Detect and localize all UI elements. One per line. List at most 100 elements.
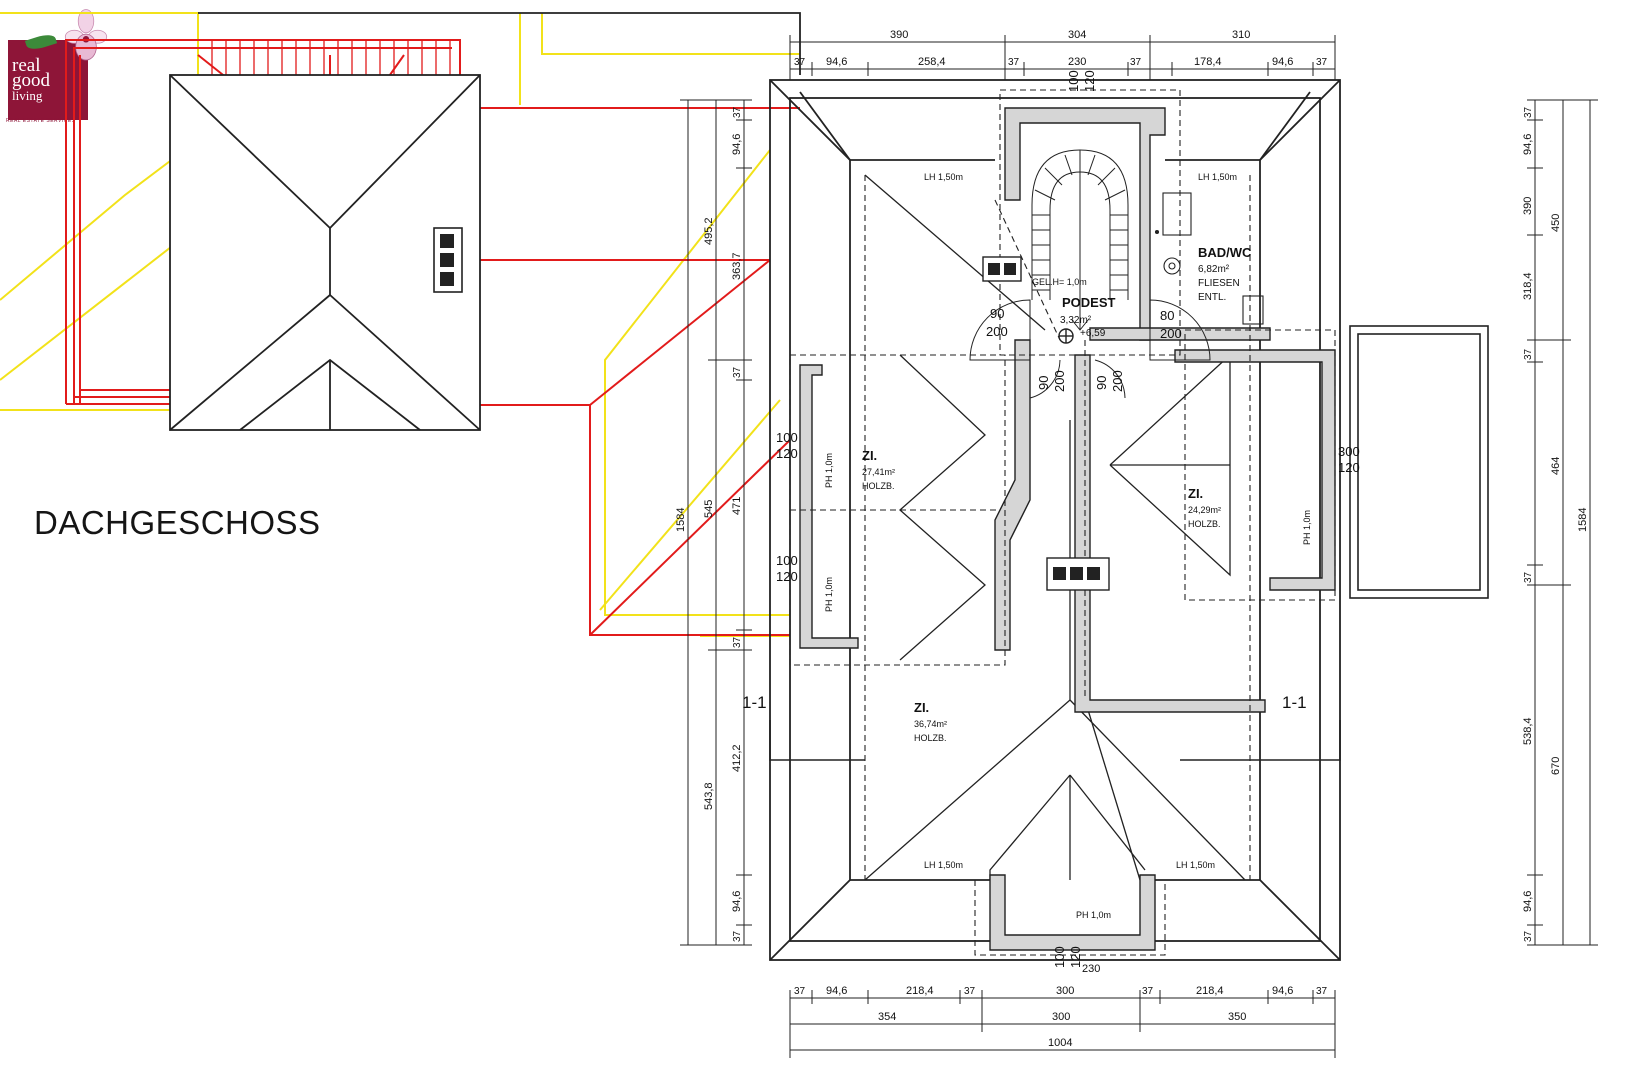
dim-right-464: 464 [1550, 457, 1562, 475]
section-lines [769, 720, 1341, 761]
dim-top-310: 310 [1232, 29, 1250, 41]
lh-bottom-right: LH 1,50m [1176, 860, 1215, 870]
dim-left-37-c: 37 [732, 636, 743, 648]
dim-right-670: 670 [1550, 757, 1562, 775]
dim-right-37-b: 37 [1523, 348, 1534, 360]
dim-bot-300: 300 [1056, 985, 1074, 997]
logo-text: real good living [12, 56, 50, 103]
dim-bot-37-d: 37 [1316, 986, 1328, 997]
room-bad-vent: ENTL. [1198, 292, 1226, 303]
staircase [1031, 149, 1129, 344]
dim-left-94-b: 94,6 [731, 891, 743, 912]
window-bottom-w: 100 [1052, 946, 1067, 968]
dim-bot-94-a: 94,6 [826, 985, 847, 997]
door-hall-right-w: 90 [1094, 376, 1109, 390]
orchid-icon [64, 9, 108, 61]
dim-bot-1004: 1004 [1048, 1037, 1072, 1049]
opening-labels: 90 200 80 200 90 200 90 200 100 120 100 … [776, 70, 1360, 975]
door-podest-right-h: 200 [1160, 326, 1182, 341]
room-zi-left-floor: HOLZB. [862, 481, 895, 491]
interior-walls [799, 107, 1336, 951]
door-podest-left-w: 90 [990, 306, 1004, 321]
logo-tagline: REAL ESTATE SERVICES [6, 118, 76, 124]
dimension-labels-top: 390 304 310 37 94,6 258,4 37 230 37 178,… [794, 29, 1328, 68]
dim-right-450: 450 [1550, 214, 1562, 232]
dim-left-471: 471 [731, 497, 743, 515]
dim-top-37-c: 37 [1130, 57, 1142, 68]
dim-top-37-d: 37 [1316, 57, 1328, 68]
height-annotations: LH 1,50m LH 1,50m LH 1,50m LH 1,50m GEL.… [742, 172, 1312, 920]
room-zi-right-area: 24,29m² [1188, 505, 1221, 515]
dim-left-412: 412,2 [731, 744, 743, 772]
building-outline [769, 79, 1341, 961]
logo-line-good: good [12, 70, 50, 91]
room-bad-name: BAD/WC [1198, 245, 1252, 260]
dim-right-538: 538,4 [1522, 717, 1534, 745]
window-left-1-h: 120 [776, 446, 798, 461]
dim-right-390: 390 [1522, 197, 1534, 215]
dim-top-94-b: 94,6 [1272, 56, 1293, 68]
dim-left-94-a: 94,6 [731, 134, 743, 155]
dim-right-94-a: 94,6 [1522, 134, 1534, 155]
window-left-2-w: 100 [776, 553, 798, 568]
room-bad-area: 6,82m² [1198, 264, 1230, 275]
door-podest-right-w: 80 [1160, 308, 1174, 323]
dim-bot-354: 354 [878, 1011, 896, 1023]
dim-bot-37-b: 37 [964, 986, 976, 997]
room-podest-area: 3,32m² [1060, 315, 1092, 326]
room-podest-name: PODEST [1062, 295, 1116, 310]
window-bottom-230: 230 [1082, 963, 1100, 975]
dimension-lines [680, 35, 1598, 1058]
dim-bot-94-b: 94,6 [1272, 985, 1293, 997]
section-label-right: 1-1 [1282, 693, 1307, 712]
roof-guide-lines-yellow [0, 12, 800, 637]
door-hall-left-w: 90 [1036, 376, 1051, 390]
window-right-w: 300 [1338, 444, 1360, 459]
room-zi-right-floor: HOLZB. [1188, 519, 1221, 529]
dim-left-37-a: 37 [732, 106, 743, 118]
door-hall-left-h: 200 [1052, 370, 1067, 392]
dimension-labels-right: 1584 450 464 670 37 94,6 390 318,4 37 37… [1522, 106, 1589, 942]
dim-top-178: 178,4 [1194, 56, 1222, 68]
dim-right-318: 318,4 [1522, 272, 1534, 300]
lh-bottom-left: LH 1,50m [924, 860, 963, 870]
window-bottom-h: 120 [1068, 946, 1083, 968]
room-zi-bottom-floor: HOLZB. [914, 733, 947, 743]
dim-top-94-a: 94,6 [826, 56, 847, 68]
dim-bot-300b: 300 [1052, 1011, 1070, 1023]
dashed-height-lines [789, 89, 1336, 956]
door-hall-right-h: 200 [1110, 370, 1125, 392]
dim-bot-350: 350 [1228, 1011, 1246, 1023]
dim-top-230: 230 [1068, 56, 1086, 68]
chimney-roof [433, 227, 463, 293]
dim-top-37-a: 37 [794, 57, 806, 68]
door-podest-left-h: 200 [986, 324, 1008, 339]
lh-top-right: LH 1,50m [1198, 172, 1237, 182]
ph-bottom: PH 1,0m [1076, 910, 1111, 920]
gel-h-label: GEL.H= 1,0m [1032, 277, 1087, 287]
room-labels: PODEST 3,32m² +6,59 BAD/WC 6,82m² FLIESE… [862, 245, 1252, 743]
balcony-railing [198, 39, 460, 75]
dim-left-543: 543,8 [703, 782, 715, 810]
room-zi-bottom-name: ZI. [914, 700, 929, 715]
dim-bot-218-a: 218,4 [906, 985, 934, 997]
dimension-labels-bottom: 37 94,6 218,4 37 300 37 218,4 94,6 37 35… [794, 985, 1328, 1049]
dim-left-37-b: 37 [732, 366, 743, 378]
roof-plan [169, 12, 801, 431]
roof-projection-lines [864, 174, 1246, 881]
window-top-h: 120 [1082, 70, 1097, 92]
room-zi-bottom-area: 36,74m² [914, 719, 947, 729]
dim-right-94-b: 94,6 [1522, 891, 1534, 912]
dim-right-1584: 1584 [1577, 508, 1589, 532]
dim-right-37-d: 37 [1523, 930, 1534, 942]
dim-bot-37-a: 37 [794, 986, 806, 997]
dim-left-37-d: 37 [732, 930, 743, 942]
dim-right-37-a: 37 [1523, 106, 1534, 118]
room-bad-floor: FLIESEN [1198, 278, 1240, 289]
dim-left-495: 495,2 [703, 217, 715, 245]
door-swings [969, 299, 1211, 399]
dim-left-545: 545 [703, 500, 715, 518]
bathroom-fixtures [1154, 192, 1264, 325]
dim-bot-218-b: 218,4 [1196, 985, 1224, 997]
